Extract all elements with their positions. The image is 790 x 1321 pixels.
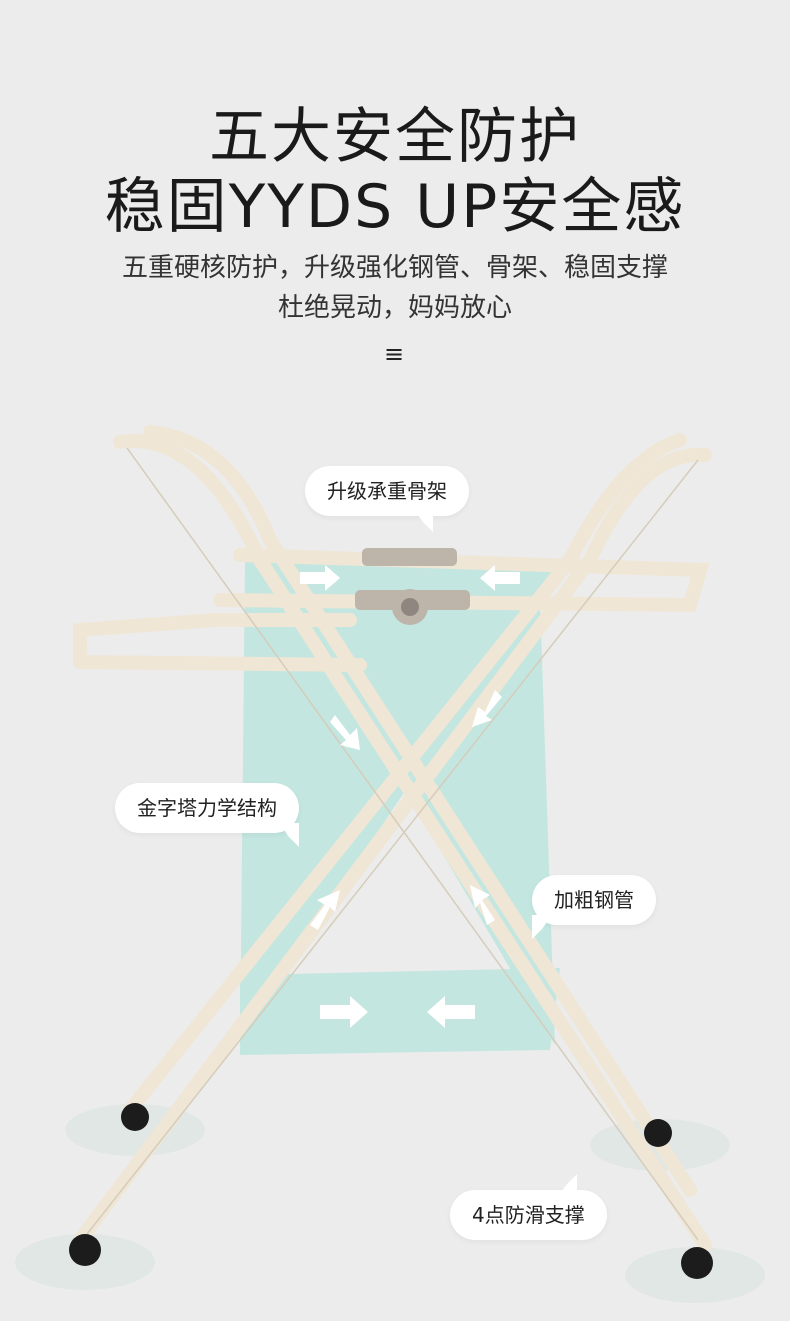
subtitle-line-2: 杜绝晃动，妈妈放心 (277, 293, 512, 323)
wheel-icon (121, 1103, 149, 1131)
callout-pyramid-structure: 金字塔力学结构 (115, 783, 299, 847)
wheels (69, 1103, 713, 1279)
callout-load-bearing-frame: 升级承重骨架 (305, 466, 469, 532)
callout-thick-steel-tube: 加粗钢管 (532, 875, 656, 939)
wheel-icon (69, 1234, 101, 1266)
menu-icon: ≡ (384, 340, 405, 368)
wheel-icon (644, 1119, 672, 1147)
callout-anti-slip-support: 4点防滑支撑 (450, 1174, 607, 1240)
headline-line-2: 稳固YYDS UP安全感 (104, 172, 686, 242)
wheel-icon (681, 1247, 713, 1279)
hinge (355, 548, 470, 625)
subtitle-line-1: 五重硬核防护，升级强化钢管、骨架、稳固支撑 (121, 253, 668, 283)
headline-line-1: 五大安全防护 (209, 102, 581, 172)
frame-edges (86, 447, 699, 1241)
arrows (300, 565, 520, 1028)
